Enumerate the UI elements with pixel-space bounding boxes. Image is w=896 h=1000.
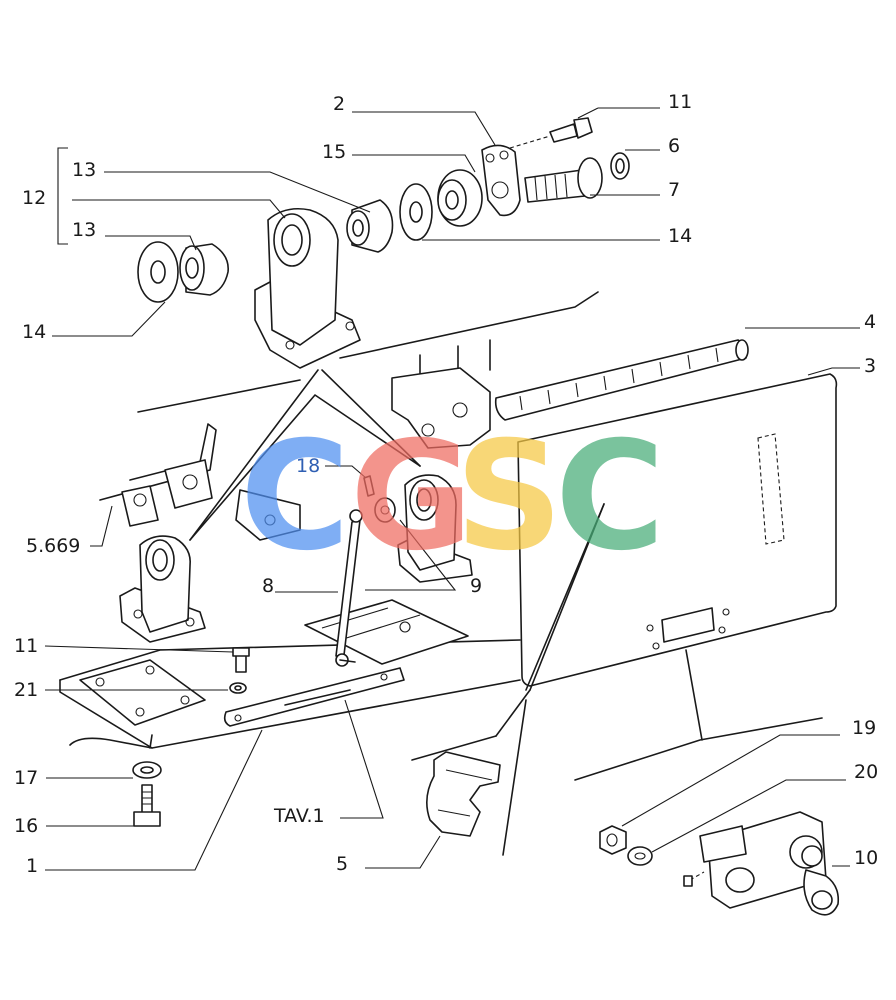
callout-3: 3 <box>864 355 876 377</box>
callout-20: 20 <box>854 761 878 783</box>
callout-2: 2 <box>333 93 345 115</box>
callout-5-669: 5.669 <box>26 535 80 557</box>
callout-18: 18 <box>296 455 320 477</box>
callout-13-lower: 13 <box>72 219 96 241</box>
group-bracket-12 <box>57 147 68 245</box>
callout-7: 7 <box>668 179 680 201</box>
callout-8: 8 <box>262 575 274 597</box>
clamp-5 <box>411 699 527 856</box>
callout-14-right: 14 <box>668 225 692 247</box>
watermark-letter: C <box>555 410 665 584</box>
callout-13-upper: 13 <box>72 159 96 181</box>
callout-11-top: 11 <box>668 91 692 113</box>
leader-lines <box>44 107 860 871</box>
callout-19: 19 <box>852 717 876 739</box>
callout-5: 5 <box>336 853 348 875</box>
callout-14-left: 14 <box>22 321 46 343</box>
callout-labels: 2 11 15 6 13 7 12 13 14 14 4 3 18 5.669 … <box>14 91 878 877</box>
callout-1: 1 <box>26 855 38 877</box>
callout-16: 16 <box>14 815 38 837</box>
callout-9: 9 <box>470 575 482 597</box>
cgsc-watermark: C G S C <box>240 410 665 584</box>
callout-17: 17 <box>14 767 38 789</box>
callout-12: 12 <box>22 187 46 209</box>
socket-assembly <box>574 649 840 916</box>
callout-10: 10 <box>854 847 878 869</box>
frame-structure <box>59 291 599 749</box>
callout-tav1: TAV.1 <box>273 805 325 827</box>
watermark-letter: S <box>455 410 563 584</box>
callout-21: 21 <box>14 679 38 701</box>
callout-11-bottom: 11 <box>14 635 38 657</box>
rod-assembly <box>223 475 405 727</box>
callout-15: 15 <box>322 141 346 163</box>
hinge-assembly-top <box>137 117 630 369</box>
watermark-letter: C <box>240 410 350 584</box>
lower-brackets <box>79 474 473 726</box>
hinge-bar-and-panel <box>494 339 838 737</box>
callout-6: 6 <box>668 135 680 157</box>
watermark-letter: G <box>350 410 473 584</box>
bolt-washer-16-17 <box>132 761 162 827</box>
callout-4: 4 <box>864 311 876 333</box>
